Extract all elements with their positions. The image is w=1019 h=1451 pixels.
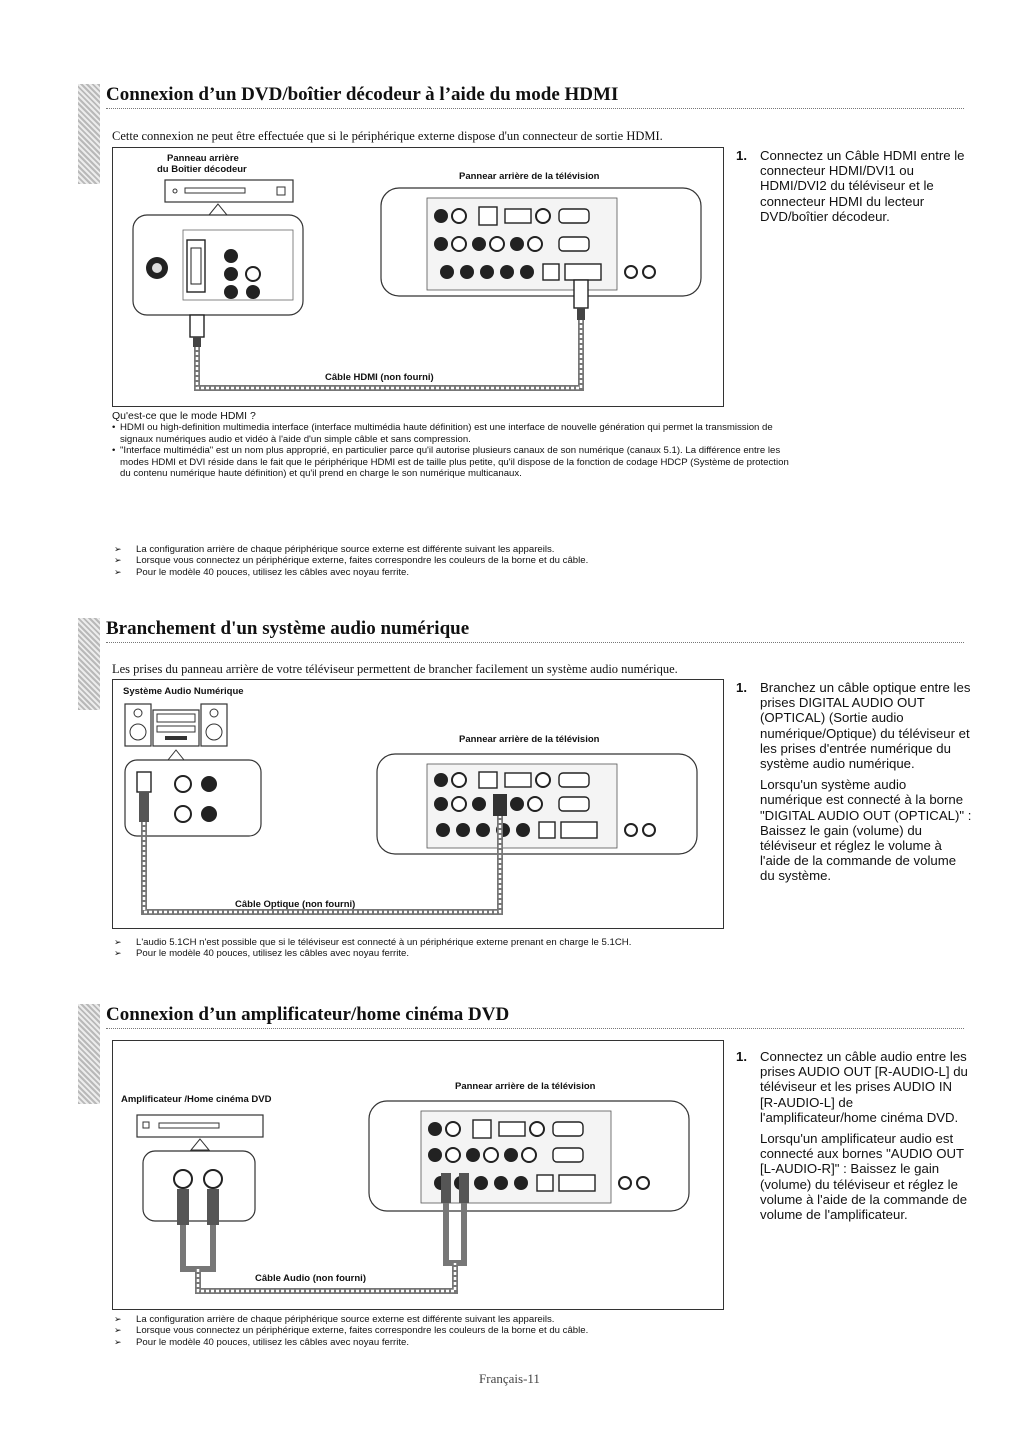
hdmi-explanation: Qu'est-ce que le mode HDMI ? HDMI ou hig… — [112, 410, 792, 479]
section-intro: Cette connexion ne peut être effectuée q… — [112, 129, 663, 143]
hdmi-plug-left — [189, 314, 205, 347]
step-text: Connectez un câble audio entre les prise… — [760, 1049, 968, 1125]
step-text: Connectez un Câble HDMI entre le connect… — [760, 148, 965, 224]
diagram-amplifier: Amplificateur /Home cinéma DVD Pannear a… — [112, 1040, 724, 1310]
step-text: Lorsqu'un amplificateur audio est connec… — [760, 1131, 968, 1223]
section-notes: La configuration arrière de chaque périp… — [112, 544, 792, 579]
note: Lorsque vous connectez un périphérique e… — [112, 555, 792, 567]
cable-label: Câble HDMI (non fourni) — [325, 372, 434, 383]
cable-label: Câble Audio (non fourni) — [255, 1273, 366, 1284]
cable-label: Câble Optique (non fourni) — [235, 899, 356, 910]
audio-connection-illustration — [136, 1100, 690, 1294]
title-rule — [106, 1028, 964, 1029]
section-marker — [78, 618, 100, 710]
section-title: Connexion d’un amplificateur/home cinéma… — [106, 1004, 510, 1025]
note: Pour le modèle 40 pouces, utilisez les c… — [112, 948, 752, 960]
hdmi-bullet: HDMI ou high-definition multimedia inter… — [112, 422, 792, 445]
section-notes: L'audio 5.1CH n'est possible que si le t… — [112, 937, 752, 960]
diagram-hdmi: Panneau arrière du Boîtier décodeur Pann… — [112, 147, 724, 407]
device-label-line1: Panneau arrière — [167, 153, 239, 164]
hdmi-cable — [194, 320, 584, 391]
step-text: Branchez un câble optique entre les pris… — [760, 680, 971, 772]
section-hdmi: Connexion d’un DVD/boîtier décodeur à l’… — [78, 84, 965, 604]
audio-system-icon — [124, 703, 228, 761]
instruction-steps: 1. Branchez un câble optique entre les p… — [736, 680, 972, 890]
section-notes: La configuration arrière de chaque périp… — [112, 1314, 792, 1349]
section-intro: Les prises du panneau arrière de votre t… — [112, 662, 678, 676]
diagram-optical: Système Audio Numérique Pannear arrière … — [112, 679, 724, 929]
note: L'audio 5.1CH n'est possible que si le t… — [112, 937, 752, 949]
tv-rear-panel — [380, 187, 702, 297]
audio-cable — [180, 1225, 216, 1272]
device-label: Système Audio Numérique — [123, 686, 244, 697]
note: La configuration arrière de chaque périp… — [112, 1314, 792, 1326]
device-label-line2: du Boîtier décodeur — [157, 164, 247, 175]
tv-label: Pannear arrière de la télévision — [459, 734, 600, 745]
section-title: Branchement d'un système audio numérique — [106, 618, 470, 639]
instruction-steps: 1. Connectez un câble audio entre les pr… — [736, 1049, 972, 1228]
optical-connection-illustration — [124, 703, 698, 915]
section-marker — [78, 1004, 100, 1104]
title-rule — [106, 108, 964, 109]
tv-rear-panel — [376, 753, 698, 855]
section-amplifier: Connexion d’un amplificateur/home cinéma… — [78, 1004, 968, 1364]
set-top-box-icon — [164, 179, 294, 216]
tv-label: Pannear arrière de la télévision — [455, 1081, 596, 1092]
page-footer: Français-11 — [479, 1371, 540, 1386]
tv-rear-panel — [368, 1100, 690, 1212]
tv-label: Pannear arrière de la télévision — [459, 171, 600, 182]
step-number: 1. — [736, 148, 747, 163]
hdmi-bullet: "Interface multimédia" est un nom plus a… — [112, 445, 792, 479]
step-text: Lorsqu'un système audio numérique est co… — [760, 777, 972, 884]
note: Pour le modèle 40 pouces, utilisez les c… — [112, 567, 792, 579]
note: Pour le modèle 40 pouces, utilisez les c… — [112, 1337, 792, 1349]
device-label: Amplificateur /Home cinéma DVD — [121, 1094, 272, 1105]
note: Lorsque vous connectez un périphérique e… — [112, 1325, 792, 1337]
instruction-steps: 1. Connectez un Câble HDMI entre le conn… — [736, 148, 972, 230]
section-digital-audio: Branchement d'un système audio numérique… — [78, 618, 971, 988]
audio-rear-panel — [124, 759, 262, 837]
note: La configuration arrière de chaque périp… — [112, 544, 792, 556]
amplifier-rear-panel — [142, 1150, 256, 1225]
hdmi-plug-right — [573, 279, 589, 320]
step-number: 1. — [736, 1049, 747, 1064]
section-title: Connexion d’un DVD/boîtier décodeur à l’… — [106, 84, 619, 105]
hdmi-heading: Qu'est-ce que le mode HDMI ? — [112, 410, 256, 422]
title-rule — [106, 642, 964, 643]
hdmi-connection-illustration — [132, 179, 702, 391]
amplifier-icon — [136, 1114, 264, 1151]
section-marker — [78, 84, 100, 184]
device-rear-panel — [132, 214, 304, 316]
step-number: 1. — [736, 680, 747, 695]
